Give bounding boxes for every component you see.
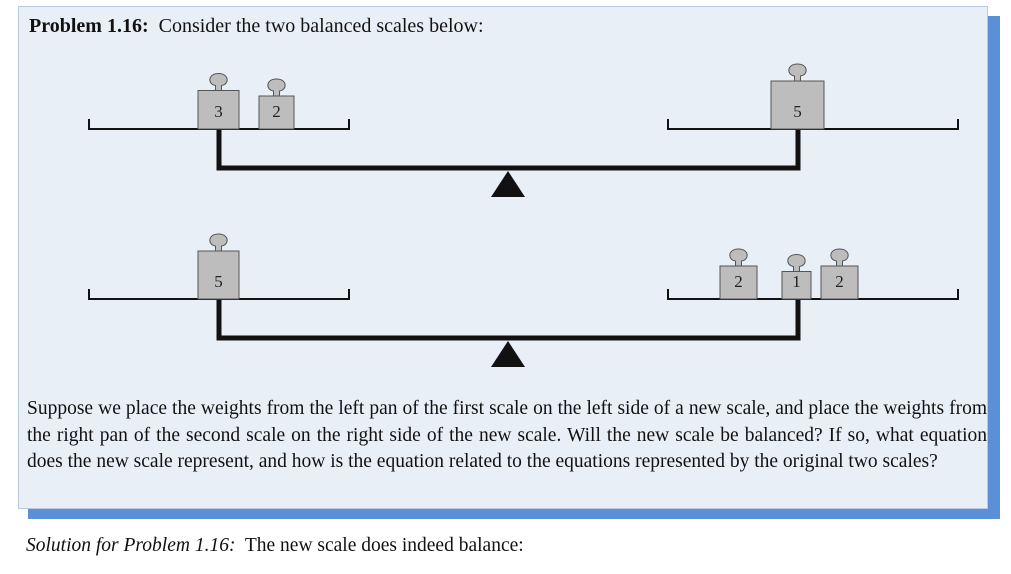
weight-handle-icon [209, 233, 228, 252]
weight-label: 5 [214, 272, 223, 291]
problem-question: Suppose we place the weights from the le… [27, 398, 987, 472]
weight-block [820, 265, 859, 300]
weight-handle-icon [267, 78, 286, 97]
weight-label: 3 [214, 102, 223, 121]
solution-line: Solution for Problem 1.16: The new scale… [26, 535, 524, 557]
weight-label: 1 [792, 272, 801, 291]
problem-box: Problem 1.16: Consider the two balanced … [18, 6, 988, 509]
weight-label: 5 [793, 102, 802, 121]
solution-label: Solution for Problem 1.16: [26, 535, 236, 556]
scale-beam [216, 129, 801, 171]
solution-text: The new scale does indeed balance: [244, 535, 524, 556]
fulcrum-icon [491, 171, 525, 197]
problem-title: Problem 1.16: Consider the two balanced … [29, 15, 484, 38]
problem-intro: Consider the two balanced scales below: [158, 15, 484, 37]
right-pan [667, 289, 959, 300]
weight-handle-icon [788, 63, 807, 82]
weight-handle-icon [209, 72, 228, 91]
fulcrum-icon [491, 341, 525, 367]
scale-beam [216, 299, 801, 341]
weight-handle-icon [729, 248, 748, 267]
weight-label: 2 [835, 272, 844, 291]
weight-label: 2 [734, 272, 743, 291]
balance-scales-figure: 3 2 5 5 2 1 2 [88, 63, 959, 367]
problem-label: Problem 1.16: [29, 15, 149, 37]
weight-block [770, 80, 825, 130]
weight-label: 2 [272, 102, 281, 121]
weight-handle-icon [830, 248, 849, 267]
weight-block [197, 90, 240, 130]
weight-handle-icon [787, 253, 806, 272]
